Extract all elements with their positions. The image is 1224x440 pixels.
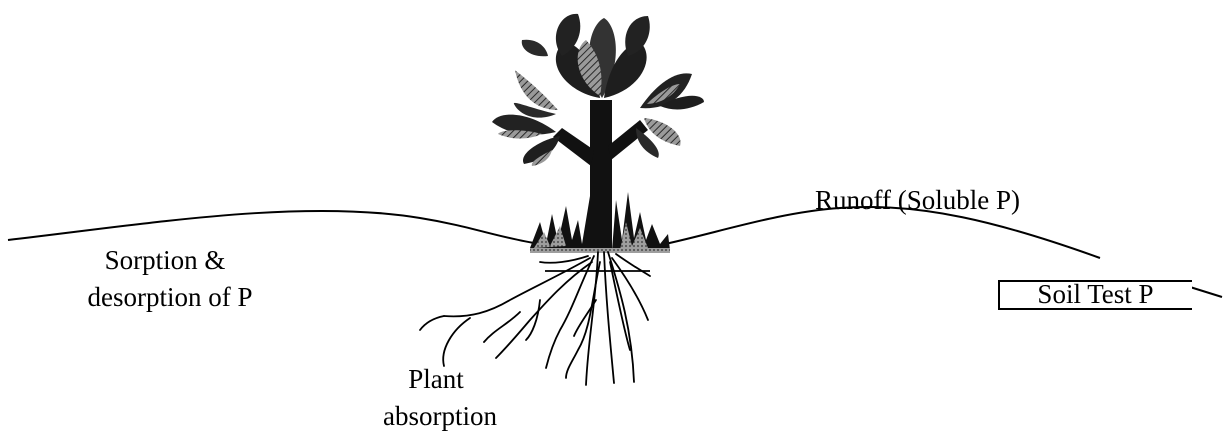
runoff-label: Runoff (Soluble P) [815, 183, 1020, 217]
plant-absorption-line1: Plant [386, 362, 486, 396]
plant-absorption-line2: absorption [370, 399, 510, 433]
tree-crown-leaf [522, 40, 548, 57]
soil-test-label: Soil Test P [999, 277, 1192, 311]
sorption-label-line2: desorption of P [60, 280, 280, 314]
tree-crown-leaf [625, 16, 650, 56]
tree-trunk [590, 100, 612, 252]
tree-branch-left [553, 128, 594, 166]
tree-icon [492, 14, 704, 252]
tree-leaf-left [515, 70, 558, 110]
sorption-label-line1: Sorption & [90, 243, 240, 277]
